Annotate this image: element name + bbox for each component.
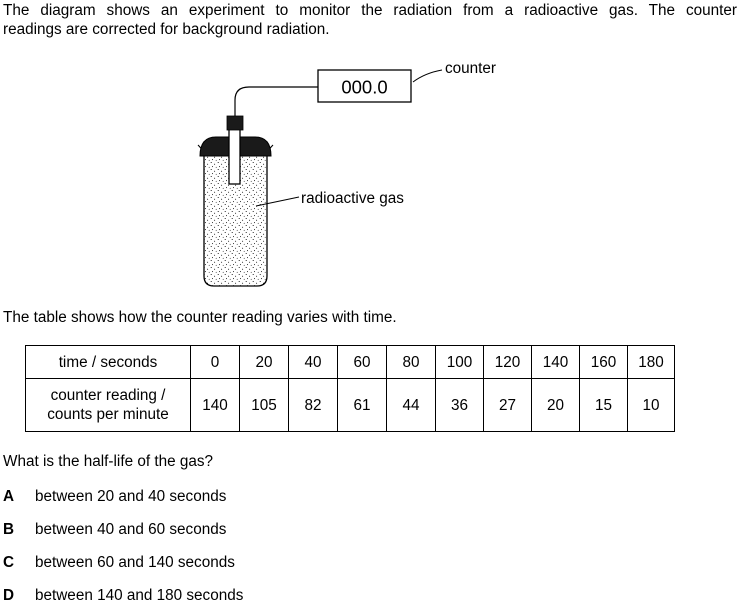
time-cell: 0 [190, 345, 240, 379]
data-table: time / seconds 0 20 40 60 80 100 120 140… [25, 345, 675, 432]
count-header-line-1: counter reading / [50, 387, 166, 404]
option-a[interactable]: A between 20 and 40 seconds [3, 487, 226, 506]
experiment-diagram: 000.0 counter radioactive gas [197, 60, 496, 287]
probe-tube [228, 127, 241, 185]
time-cell: 80 [386, 345, 436, 379]
table-intro-text: The table shows how the counter reading … [3, 309, 397, 326]
option-text: between 140 and 180 seconds [35, 587, 244, 604]
stopper [199, 136, 272, 157]
option-letter: C [3, 554, 15, 571]
count-cell: 44 [386, 378, 436, 432]
probe-cap [226, 115, 244, 131]
count-cell: 20 [531, 378, 580, 432]
option-letter: D [3, 587, 15, 604]
intro-line-1: The diagram shows an experiment to monit… [3, 2, 737, 19]
time-header: time / seconds [25, 345, 191, 379]
time-cell: 120 [483, 345, 532, 379]
count-header: counter reading / counts per minute [25, 378, 191, 432]
count-cell: 10 [627, 378, 675, 432]
count-header-line-2: counts per minute [47, 406, 169, 423]
option-text: between 40 and 60 seconds [35, 521, 227, 538]
count-cell: 36 [435, 378, 484, 432]
time-cell: 100 [435, 345, 484, 379]
count-row: counter reading / counts per minute 140 … [25, 378, 675, 432]
gas-label: radioactive gas [301, 190, 404, 207]
option-text: between 60 and 140 seconds [35, 554, 235, 571]
time-cell: 140 [531, 345, 580, 379]
count-cell: 82 [288, 378, 338, 432]
option-letter: A [3, 488, 15, 505]
time-cell: 20 [239, 345, 289, 379]
time-cell: 40 [288, 345, 338, 379]
count-cell: 61 [337, 378, 387, 432]
option-letter: B [3, 521, 15, 538]
intro-text: The diagram shows an experiment to monit… [3, 1, 737, 39]
counter-label: counter [445, 60, 496, 77]
question-text: What is the half-life of the gas? [3, 453, 214, 470]
time-cell: 180 [627, 345, 675, 379]
time-cell: 60 [337, 345, 387, 379]
count-cell: 140 [190, 378, 240, 432]
count-cell: 27 [483, 378, 532, 432]
option-c[interactable]: C between 60 and 140 seconds [3, 553, 235, 572]
counter-cable [234, 86, 318, 118]
counter-box: 000.0 [317, 69, 412, 103]
time-row: time / seconds 0 20 40 60 80 100 120 140… [25, 345, 675, 379]
count-cell: 105 [239, 378, 289, 432]
option-d[interactable]: D between 140 and 180 seconds [3, 586, 243, 605]
counter-leader-line [412, 69, 443, 83]
gas-leader-line [255, 196, 300, 207]
time-cell: 160 [579, 345, 628, 379]
option-text: between 20 and 40 seconds [35, 488, 227, 505]
option-b[interactable]: B between 40 and 60 seconds [3, 520, 226, 539]
intro-line-2: readings are corrected for background ra… [3, 21, 330, 38]
gas-jar [197, 115, 274, 287]
counter-display: 000.0 [341, 77, 387, 98]
count-cell: 15 [579, 378, 628, 432]
